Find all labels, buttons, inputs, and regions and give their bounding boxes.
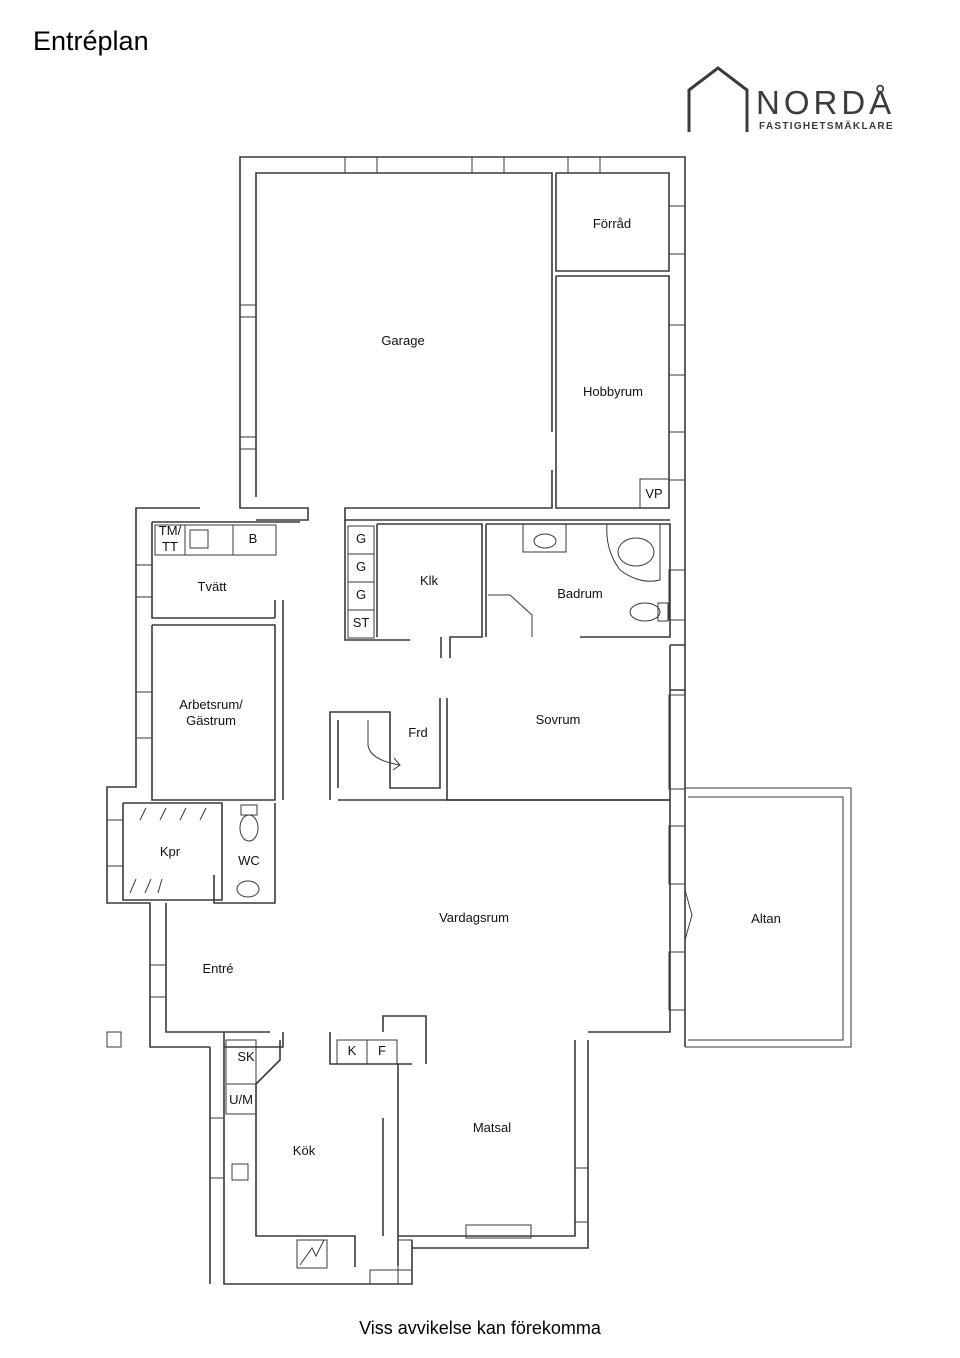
room-label-k: K xyxy=(348,1043,357,1058)
room-label-kok: Kök xyxy=(293,1143,316,1158)
room-label-altan: Altan xyxy=(751,911,781,926)
room-label-um: U/M xyxy=(229,1092,253,1107)
room-label-badrum: Badrum xyxy=(557,586,603,601)
room-label-arbetsrum-2: Gästrum xyxy=(186,713,236,728)
logo-name: NORDÅ xyxy=(756,84,896,121)
room-label-g1: G xyxy=(356,531,366,546)
room-label-forrad: Förråd xyxy=(593,216,631,231)
room-label-matsal: Matsal xyxy=(473,1120,511,1135)
room-label-klk: Klk xyxy=(420,573,439,588)
room-label-tvatt: Tvätt xyxy=(198,579,227,594)
room-label-kpr: Kpr xyxy=(160,844,181,859)
room-label-frd: Frd xyxy=(408,725,428,740)
room-label-tmtt-1: TM/ xyxy=(159,523,182,538)
logo-subtitle: FASTIGHETSMÄKLARE xyxy=(759,121,894,132)
room-label-b: B xyxy=(249,531,258,546)
brand-logo: NORDÅ FASTIGHETSMÄKLARE xyxy=(686,66,906,136)
room-label-sk: SK xyxy=(237,1049,255,1064)
disclaimer-text: Viss avvikelse kan förekomma xyxy=(359,1318,601,1338)
room-label-f: F xyxy=(378,1043,386,1058)
room-label-hobbyrum: Hobbyrum xyxy=(583,384,643,399)
room-labels: Förråd Garage Hobbyrum VP TM/ TT B Tvätt… xyxy=(159,216,781,1158)
room-label-tmtt-2: TT xyxy=(162,539,178,554)
room-label-st: ST xyxy=(353,615,370,630)
room-label-g3: G xyxy=(356,587,366,602)
room-label-g2: G xyxy=(356,559,366,574)
room-label-arbetsrum-1: Arbetsrum/ xyxy=(179,697,243,712)
room-label-entre: Entré xyxy=(202,961,233,976)
room-label-garage: Garage xyxy=(381,333,424,348)
walls xyxy=(106,156,852,1285)
house-logo-icon xyxy=(687,66,749,132)
room-label-wc: WC xyxy=(238,853,260,868)
room-label-vardagsrum: Vardagsrum xyxy=(439,910,509,925)
page-title: Entréplan xyxy=(33,26,149,56)
room-label-vp: VP xyxy=(645,486,662,501)
room-label-sovrum: Sovrum xyxy=(536,712,581,727)
